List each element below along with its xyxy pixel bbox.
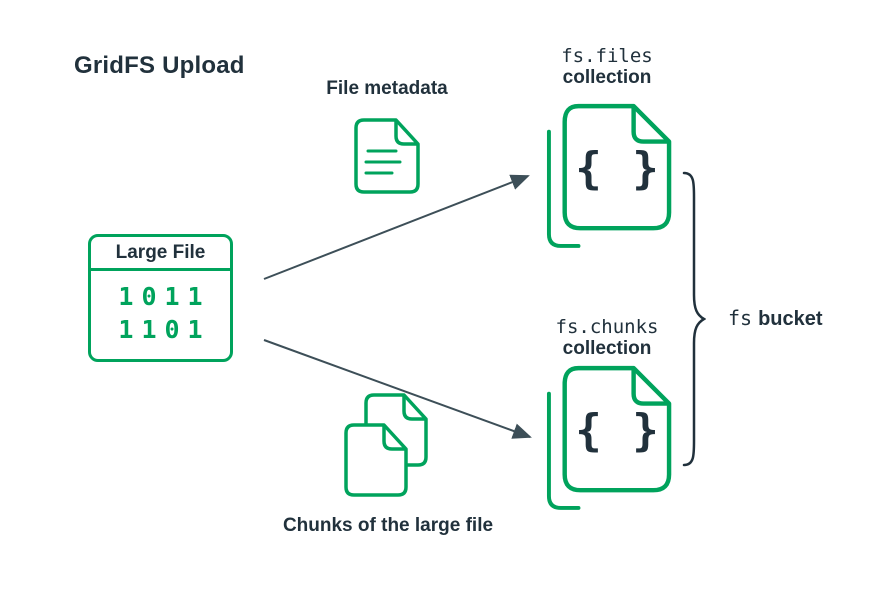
files-collection-label: fs.files collection [517,45,697,89]
curly-brace-icon [682,171,706,467]
document-braces-icon [546,365,672,510]
files-collection-name: fs.files [561,45,653,67]
arrow-icon [263,174,530,280]
diagram-title: GridFS Upload [74,52,245,79]
bucket-code: fs [728,306,753,330]
chunks-collection-name: fs.chunks [555,316,659,338]
bucket-text: bucket [758,308,823,330]
large-file-box: Large File 1011 1101 [88,234,233,362]
binary-row: 1101 [118,315,211,344]
chunks-collection-type: collection [562,338,652,359]
large-file-binary: 1011 1101 [91,271,230,346]
file-metadata-label: File metadata [326,78,448,99]
stacked-documents-icon [344,393,428,497]
chunks-collection-label: fs.chunks collection [517,316,697,360]
chunks-caption: Chunks of the large file [282,515,494,536]
chunks-document-braces: { } [575,404,661,456]
files-document-braces: { } [575,142,661,194]
arrow-icon [263,339,532,439]
files-collection-type: collection [562,67,652,88]
chunks-collection-document: { } [545,365,673,515]
large-file-title: Large File [91,237,230,271]
document-lines-icon [354,118,420,194]
binary-row: 1011 [118,282,211,311]
files-collection-document: { } [545,103,673,253]
document-braces-icon [546,103,672,248]
